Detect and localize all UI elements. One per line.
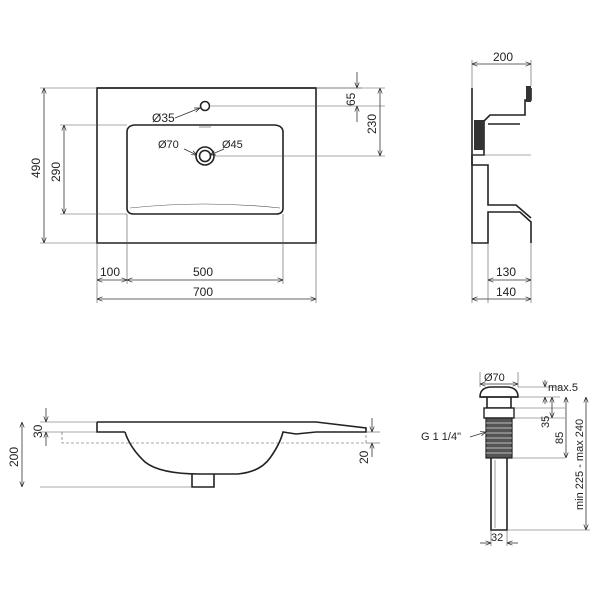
dim-side-base: 140	[496, 285, 516, 299]
drain-dim-body: 35	[540, 416, 552, 428]
drain-dim-thread: 85	[554, 432, 566, 444]
overflow-dia-label: Ø35	[152, 111, 175, 125]
drain-inner-dia-label: Ø45	[222, 139, 243, 151]
front-rim	[97, 421, 367, 435]
drain-inner	[198, 149, 212, 163]
side-rim	[526, 86, 531, 102]
dim-front-rim: 30	[31, 424, 45, 438]
bowl-outline	[126, 124, 284, 215]
dim-total-depth: 490	[29, 158, 43, 178]
drain-pipe-dia: 32	[491, 532, 503, 544]
drain-outer-dia-label: Ø70	[158, 139, 179, 151]
dim-total-width: 700	[193, 285, 213, 299]
drain-outer	[195, 146, 215, 166]
drain-cap-dia: Ø70	[484, 372, 505, 384]
dim-side-bowl: 130	[496, 265, 516, 279]
dim-front-height: 200	[7, 447, 21, 467]
dim-tap-to-drain: 230	[365, 114, 379, 134]
side-view: 200 130 140	[471, 50, 532, 303]
drain-thread-label: G 1 1/4"	[421, 431, 461, 443]
top-view: Ø35 Ø70 Ø45 490 290 65 230 100 500	[29, 72, 385, 303]
dim-tap-offset: 65	[344, 92, 358, 106]
dim-bowl-width: 500	[193, 265, 213, 279]
drain-detail: Ø70 max.5 35 85 min 225 - max 240 G 1 1/…	[421, 372, 590, 546]
dim-bowl-depth: 290	[49, 162, 63, 182]
drain-dim-range: min 225 - max 240	[574, 419, 586, 510]
front-view: 30 200 20	[7, 408, 380, 488]
drain-cap-height: max.5	[548, 382, 578, 394]
dim-front-lip: 20	[357, 450, 371, 464]
drain-pipe	[490, 458, 508, 531]
drain-body	[486, 397, 512, 409]
front-drain	[191, 474, 215, 488]
dim-left-offset: 100	[100, 265, 120, 279]
drain-cap	[479, 386, 519, 398]
overflow-hole	[199, 100, 211, 112]
dim-side-depth: 200	[493, 50, 513, 64]
